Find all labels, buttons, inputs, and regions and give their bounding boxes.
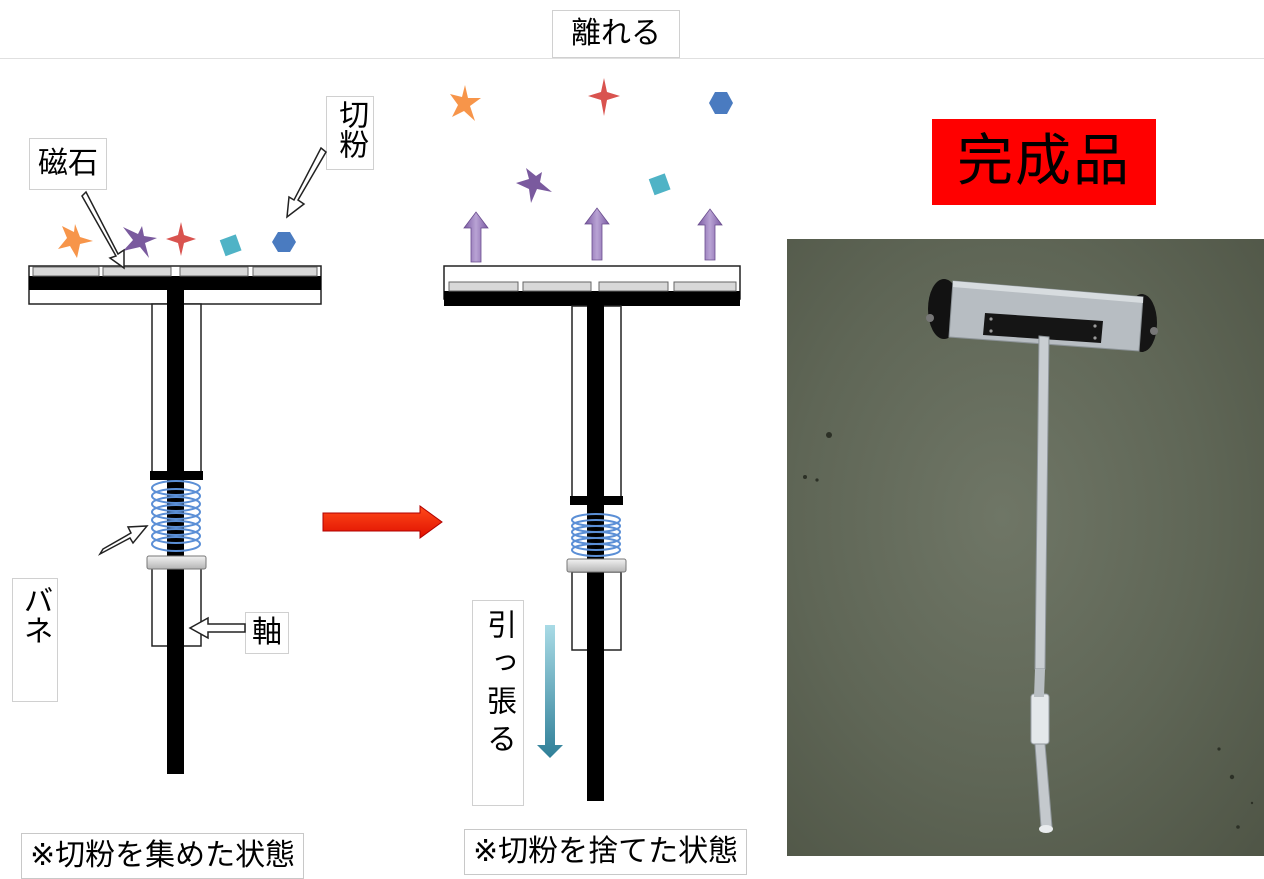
hexagon-blue-floating [709, 92, 733, 114]
axle-right [1150, 327, 1158, 335]
mechanism-diagram [28, 78, 741, 801]
diamond-teal [219, 234, 242, 257]
left-particles [58, 222, 296, 258]
right-collar [566, 558, 627, 573]
label-chips: 切粉 [326, 96, 374, 170]
axle-left [926, 314, 934, 322]
label-axis: 軸 [245, 612, 289, 654]
handle-lower [1034, 743, 1053, 828]
left-magnet-plate [29, 276, 321, 290]
up-arrow-2 [584, 207, 610, 261]
finished-product-title: 完成品 [932, 119, 1156, 205]
caption-collected: ※切粉を集めた状態 [21, 833, 305, 879]
left-tool [28, 265, 322, 774]
handle-upper [1034, 335, 1050, 670]
left-magnet-2 [102, 266, 172, 277]
right-particles [450, 78, 733, 203]
diamond-teal-floating [648, 173, 671, 196]
transition-arrow [322, 505, 443, 539]
star-red-floating [588, 78, 620, 116]
left-magnet-4 [252, 266, 318, 277]
label-spring: バネ [12, 578, 58, 702]
finished-product-photo [787, 239, 1264, 856]
star-purple [123, 226, 157, 258]
label-spring-text: バネ [17, 585, 53, 645]
label-release: 離れる [552, 10, 680, 58]
up-arrow-3 [697, 208, 723, 261]
left-magnet-3 [179, 266, 249, 277]
star-orange-floating [450, 85, 481, 121]
label-pull: 引っ張る [472, 600, 524, 806]
left-collar [146, 555, 207, 570]
label-pull-text: 引っ張る [481, 609, 516, 761]
pull-down-arrow [537, 625, 563, 758]
caption-discarded: ※切粉を捨てた状態 [464, 829, 748, 875]
left-spring [151, 480, 201, 552]
star-purple-floating [516, 168, 552, 203]
chips-callout-arrow [286, 146, 327, 219]
star-orange [58, 224, 93, 258]
right-spring [571, 513, 621, 557]
magnet-callout-arrow [81, 190, 125, 270]
plate-bolts [989, 317, 1097, 340]
handle-end [1039, 825, 1053, 833]
left-callout-arrows [81, 146, 327, 640]
right-magnet-1 [448, 281, 519, 292]
right-magnet-3 [598, 281, 669, 292]
star-red [166, 222, 196, 256]
right-magnet-plate [444, 291, 740, 306]
mount-plate [983, 313, 1103, 343]
right-magnet-4 [673, 281, 737, 292]
right-shaft [587, 301, 604, 801]
header-divider [0, 58, 1264, 59]
up-arrow-1 [463, 211, 489, 263]
handle-grip [1030, 693, 1050, 745]
magnet-head-top [953, 281, 1143, 303]
label-chips-text: 切粉 [333, 99, 369, 159]
axis-callout-arrow [188, 616, 246, 640]
handle-mid [1034, 669, 1045, 697]
finished-product-illustration [803, 279, 1254, 833]
right-magnet-2 [522, 281, 592, 292]
right-tool [443, 265, 741, 801]
spring-callout-arrow [97, 525, 149, 556]
hexagon-blue [272, 232, 296, 252]
floor-specks [803, 432, 1254, 829]
release-arrows [463, 207, 723, 263]
left-magnet-1 [32, 266, 100, 277]
label-magnet: 磁石 [29, 138, 107, 190]
